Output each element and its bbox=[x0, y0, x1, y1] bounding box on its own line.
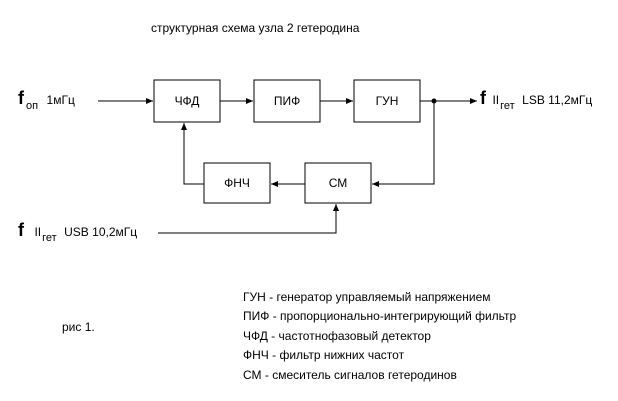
output-roman: II bbox=[492, 93, 500, 107]
feedback-to-sm-line bbox=[372, 101, 435, 187]
chfd-block bbox=[153, 79, 221, 123]
legend-item: СМ - смеситель сигналов гетеродинов bbox=[243, 368, 457, 382]
gun-label: ГУН bbox=[375, 94, 399, 108]
fnch-label: ФНЧ bbox=[224, 176, 250, 190]
lo-input-value: USB 10,2мГц bbox=[64, 225, 138, 239]
lo-input-signal: f IIгет USB 10,2мГц bbox=[18, 220, 138, 244]
lo-input-subscript: гет bbox=[42, 232, 57, 244]
fnch-block bbox=[203, 162, 271, 204]
lo-input-roman: II bbox=[34, 225, 42, 239]
pif-label: ПИФ bbox=[273, 94, 301, 108]
diagram-title: структурная схема узла 2 гетеродина bbox=[151, 21, 360, 35]
ref-input-symbol: f bbox=[18, 88, 24, 108]
output-signal: f IIгет LSB 11,2мГц bbox=[480, 88, 593, 112]
legend-item: ГУН - генератор управляемый напряжением bbox=[243, 290, 491, 304]
lo-input-symbol: f bbox=[18, 220, 24, 240]
legend-item: ПИФ - пропорционально-интегрирующий филь… bbox=[243, 309, 517, 323]
sm-block bbox=[304, 162, 372, 204]
output-value: LSB 11,2мГц bbox=[522, 93, 593, 107]
ref-input-value: 1мГц bbox=[46, 93, 75, 107]
lo-input-line bbox=[158, 204, 339, 234]
fnch-to-chfd-line bbox=[181, 123, 204, 185]
figure-caption: рис 1. bbox=[62, 320, 95, 334]
chfd-label: ЧФД bbox=[174, 94, 200, 108]
sm-label: СМ bbox=[328, 176, 348, 190]
output-symbol: f bbox=[480, 88, 486, 108]
ref-input-subscript: оп bbox=[26, 100, 39, 112]
output-subscript: гет bbox=[500, 100, 515, 112]
legend-item: ФНЧ - фильтр нижних частот bbox=[243, 348, 405, 362]
pif-block bbox=[253, 79, 321, 123]
legend-item: ЧФД - частотнофазовый детектор bbox=[243, 329, 431, 343]
gun-block bbox=[353, 79, 421, 123]
